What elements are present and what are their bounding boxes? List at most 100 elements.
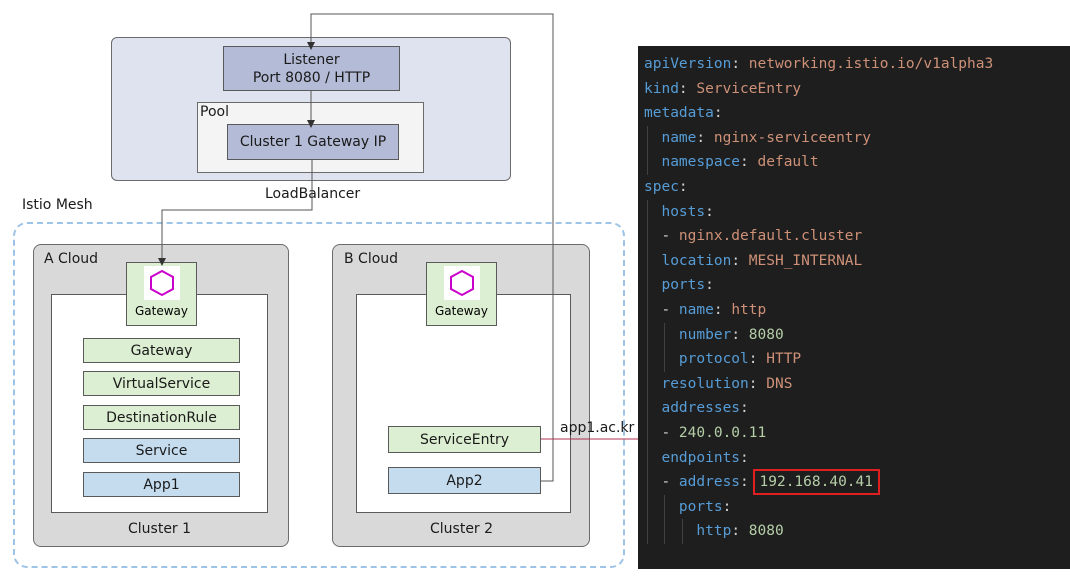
yaml-line: namespace: default [644, 150, 819, 175]
yaml-line: ports: [644, 273, 714, 298]
yaml-indent [644, 499, 679, 515]
a-resource-gateway[interactable]: Gateway [83, 338, 240, 363]
yaml-line: addresses: [644, 396, 749, 421]
yaml-line: name: nginx-serviceentry [644, 126, 871, 151]
a-resource-service[interactable]: Service [83, 438, 240, 463]
yaml-separator: : [748, 375, 767, 392]
yaml-separator: : [713, 105, 723, 122]
yaml-line: - nginx.default.cluster [644, 224, 862, 249]
istio-mesh-boundary [13, 222, 625, 568]
yaml-indent: - [644, 425, 679, 441]
indent-guide [647, 199, 648, 544]
yaml-separator: : [731, 523, 749, 540]
yaml-line: metadata: [644, 101, 723, 126]
yaml-indent [644, 327, 679, 343]
yaml-separator: : [722, 498, 732, 515]
a-resource-destinationrule[interactable]: DestinationRule [83, 405, 240, 430]
load-balancer-caption: LoadBalancer [265, 186, 361, 202]
yaml-indent [644, 450, 661, 466]
indent-guide [647, 125, 648, 175]
yaml-separator: : [678, 80, 697, 97]
yaml-value: DNS [766, 375, 793, 392]
b-resource-serviceentry[interactable]: ServiceEntry [388, 426, 541, 453]
yaml-line: endpoints: [644, 446, 749, 471]
yaml-separator: : [696, 129, 714, 146]
a-cloud-title: A Cloud [44, 251, 99, 267]
yaml-separator: : [740, 449, 749, 466]
cluster-2-label: Cluster 2 [430, 521, 494, 537]
yaml-value: http [731, 302, 767, 318]
indent-guide [664, 322, 666, 372]
yaml-key: name [678, 302, 714, 318]
yaml-value: networking.istio.io/v1alpha3 [748, 56, 994, 72]
yaml-line: ports: [644, 495, 731, 520]
yaml-separator: : [705, 277, 714, 294]
yaml-key: kind [644, 80, 679, 97]
yaml-separator: : [740, 474, 758, 491]
hexagon-gateway-icon [143, 266, 180, 300]
yaml-key: ports [661, 277, 706, 294]
yaml-value: 8080 [748, 523, 784, 540]
b-resource-app2[interactable]: App2 [388, 467, 541, 494]
a-resource-app1[interactable]: App1 [83, 472, 240, 497]
yaml-line: spec: [644, 175, 688, 200]
yaml-key: addresses [661, 400, 741, 417]
app2-to-listener-line [307, 13, 554, 482]
yaml-line: protocol: HTTP [644, 347, 801, 372]
yaml-value: 240.0.0.11 [678, 425, 767, 441]
mesh-label: Istio Mesh [22, 197, 93, 213]
b-cloud-gateway[interactable]: Gateway [426, 262, 497, 326]
yaml-value: nginx-serviceentry [713, 129, 871, 146]
yaml-indent [644, 154, 661, 170]
yaml-line: resolution: DNS [644, 372, 792, 397]
yaml-key: protocol [678, 351, 749, 368]
a-gateway-caption: Gateway [134, 304, 188, 318]
pool-to-gateway-line [158, 160, 313, 266]
yaml-indent: - [644, 474, 679, 491]
connector-label: app1.ac.kr [560, 420, 635, 436]
cluster-1-label: Cluster 1 [128, 521, 192, 537]
yaml-key: hosts [661, 203, 706, 220]
indent-guide [664, 494, 666, 544]
yaml-key: address [678, 474, 741, 491]
yaml-key: metadata [644, 105, 714, 122]
yaml-value: default [757, 154, 819, 171]
yaml-value: ServiceEntry [696, 80, 802, 97]
yaml-indent [644, 253, 661, 269]
yaml-separator: : [713, 302, 732, 318]
yaml-line: apiVersion: networking.istio.io/v1alpha3 [644, 52, 993, 77]
yaml-key: endpoints [661, 449, 741, 466]
yaml-separator: : [740, 400, 749, 417]
yaml-line: kind: ServiceEntry [644, 77, 801, 102]
b-gateway-caption: Gateway [434, 304, 488, 318]
yaml-separator: : [740, 154, 758, 171]
yaml-indent [644, 351, 679, 367]
yaml-key: number [678, 326, 732, 343]
b-cloud-title: B Cloud [344, 251, 399, 267]
yaml-indent [644, 523, 696, 539]
yaml-separator: : [705, 203, 714, 220]
yaml-key: http [696, 523, 732, 540]
yaml-line: hosts: [644, 200, 714, 225]
yaml-line: - name: http [644, 298, 766, 323]
listener-port: Port 8080 / HTTP [252, 69, 371, 86]
yaml-value: 8080 [748, 326, 784, 343]
listener-box[interactable]: Listener Port 8080 / HTTP [223, 46, 400, 91]
yaml-indent [644, 277, 661, 293]
pool-target-box[interactable]: Cluster 1 Gateway IP [227, 124, 399, 160]
yaml-key: namespace [661, 154, 741, 171]
yaml-line: http: 8080 [644, 519, 784, 544]
a-cloud-gateway[interactable]: Gateway [126, 262, 197, 326]
highlighted-endpoint-address[interactable]: 192.168.40.41 [752, 469, 880, 496]
yaml-key: ports [678, 498, 723, 515]
yaml-separator: : [731, 326, 749, 343]
yaml-value: nginx.default.cluster [678, 228, 863, 245]
yaml-line: number: 8080 [644, 323, 784, 348]
yaml-value: MESH_INTERNAL [748, 252, 863, 269]
a-resource-virtualservice[interactable]: VirtualService [83, 371, 240, 396]
yaml-indent: - [644, 302, 679, 318]
yaml-value: HTTP [766, 351, 802, 368]
yaml-indent [644, 204, 661, 220]
yaml-line: - 240.0.0.11 [644, 421, 766, 446]
